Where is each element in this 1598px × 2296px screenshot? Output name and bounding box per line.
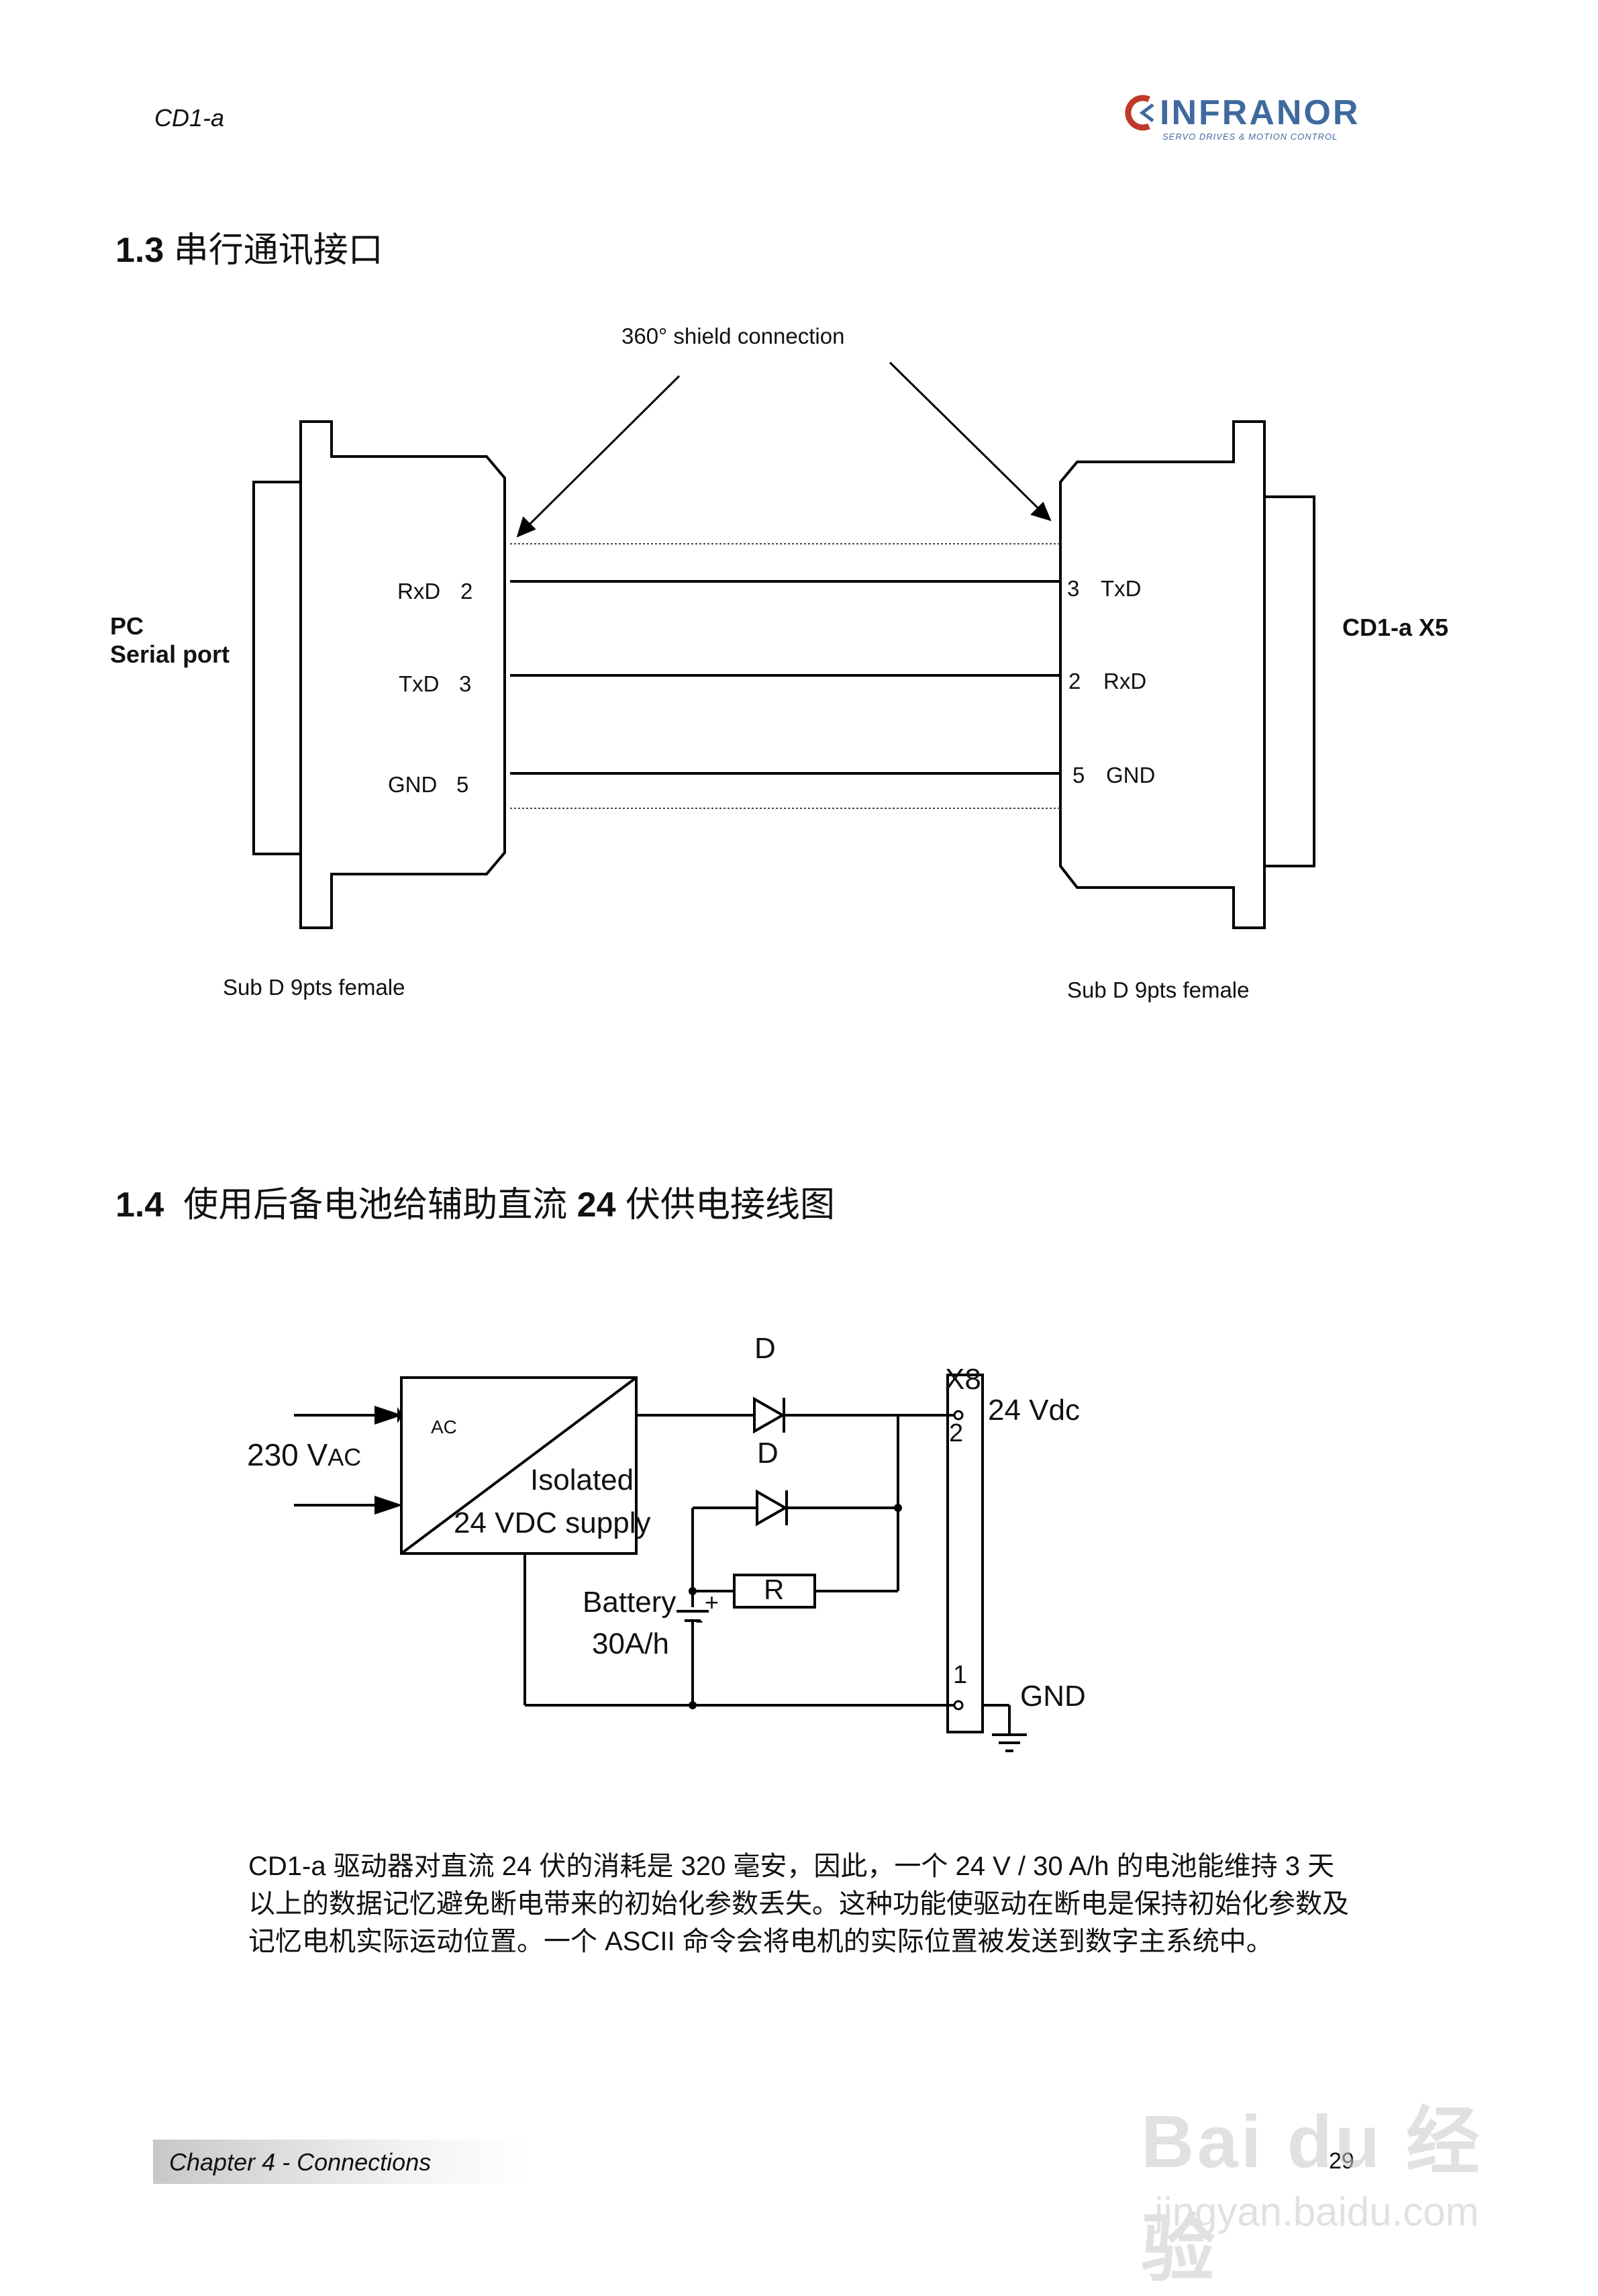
serial-port-label: Serial port xyxy=(110,640,230,668)
left-pin-txd-name: TxD xyxy=(399,671,440,696)
input-voltage: 230 V xyxy=(247,1437,328,1472)
box-ac-label: AC xyxy=(431,1417,457,1437)
supply-box-diagonal xyxy=(400,1376,638,1555)
diode-2 xyxy=(756,1489,789,1527)
document-name: CD1-a xyxy=(154,104,225,132)
right-pin-gnd-name: GND xyxy=(1106,763,1156,787)
logo-tagline: SERVO DRIVES & MOTION CONTROL xyxy=(1162,132,1338,142)
box-isolated-label: Isolated xyxy=(530,1464,634,1496)
infranor-logo: INFRANOR SERVO DRIVES & MOTION CONTROL xyxy=(1122,86,1377,153)
diode-1 xyxy=(753,1396,786,1434)
pc-label: PC xyxy=(110,612,144,640)
shield-connection-label: 360° shield connection xyxy=(621,324,845,348)
shield-arrow-right xyxy=(889,361,1046,516)
supply-box xyxy=(400,1376,638,1555)
left-pin-gnd-name: GND xyxy=(388,772,438,797)
watermark-url: jingyan.baidu.com xyxy=(1154,2189,1479,2234)
resistor-label: R xyxy=(764,1574,785,1605)
battery-plus-label: + xyxy=(705,1588,719,1616)
logo-mark-icon xyxy=(1125,95,1154,131)
right-pin-txd-name: TxD xyxy=(1101,576,1142,601)
battery-minus-label: - xyxy=(695,1606,703,1633)
section-heading-number: 24 xyxy=(577,1186,616,1225)
left-pin-txd-num: 3 xyxy=(459,671,472,696)
left-connector-body xyxy=(299,420,506,929)
battery-label: Battery xyxy=(583,1586,677,1619)
left-pin-rxd-name: RxD xyxy=(397,579,441,604)
x8-terminal xyxy=(946,1374,984,1733)
x8-label: X8 xyxy=(945,1363,981,1396)
box-supply-label: 24 VDC supply xyxy=(454,1506,651,1539)
left-connector-label: Sub D 9pts female xyxy=(223,975,405,1000)
battery-capacity-label: 30A/h xyxy=(592,1627,669,1660)
baidu-watermark: Bai du 经验 jingyan.baidu.com xyxy=(1134,2054,1510,2291)
footer-bar xyxy=(153,2140,529,2184)
diode-1-label: D xyxy=(754,1332,776,1365)
section-number: 1.4 xyxy=(115,1186,164,1225)
right-pin-rxd-num: 2 xyxy=(1068,669,1081,693)
vdc-label: 24 Vdc xyxy=(988,1394,1080,1427)
gnd-label: GND xyxy=(1020,1680,1086,1713)
section-title-1-3: 1.3 串行通讯接口 xyxy=(115,222,383,272)
right-connector-label: Sub D 9pts female xyxy=(1067,977,1250,1002)
right-pin-rxd-name: RxD xyxy=(1103,669,1147,693)
input-voltage-sub: AC xyxy=(328,1443,362,1471)
watermark-logo-text: Bai du 经验 xyxy=(1141,2101,1483,2291)
serial-wiring-diagram xyxy=(252,361,1315,929)
footer-chapter: Chapter 4 - Connections xyxy=(169,2148,432,2176)
x8-pin-1: 1 xyxy=(953,1661,968,1689)
section-heading-text: 串行通讯接口 xyxy=(173,231,383,270)
battery-wiring-diagram xyxy=(294,1374,1027,1752)
diode-2-label: D xyxy=(757,1437,779,1470)
cd1a-x5-label: CD1-a X5 xyxy=(1342,614,1449,641)
right-connector-plug xyxy=(1264,495,1315,867)
body-paragraph: CD1-a 驱动器对直流 24 伏的消耗是 320 毫安，因此，一个 24 V … xyxy=(248,1852,1349,1956)
input-voltage-label: 230 VAC xyxy=(247,1437,361,1473)
left-connector-plug xyxy=(252,481,301,855)
right-pin-txd-num: 3 xyxy=(1067,576,1080,601)
shield-arrow-left xyxy=(522,375,681,532)
logo-wordmark: INFRANOR xyxy=(1160,93,1360,132)
page-number: 29 xyxy=(1329,2148,1354,2174)
left-pin-gnd-num: 5 xyxy=(456,772,469,797)
section-heading-tail: 伏供电接线图 xyxy=(625,1186,835,1225)
left-pin-rxd-num: 2 xyxy=(460,579,473,604)
right-pin-gnd-num: 5 xyxy=(1072,763,1085,787)
right-connector-body xyxy=(1059,420,1266,929)
x8-pin-2: 2 xyxy=(949,1419,964,1447)
section-title-1-4: 1.4 使用后备电池给辅助直流 24 伏供电接线图 xyxy=(115,1176,835,1227)
section-number: 1.3 xyxy=(115,231,164,270)
section-heading-text: 使用后备电池给辅助直流 xyxy=(183,1186,568,1225)
